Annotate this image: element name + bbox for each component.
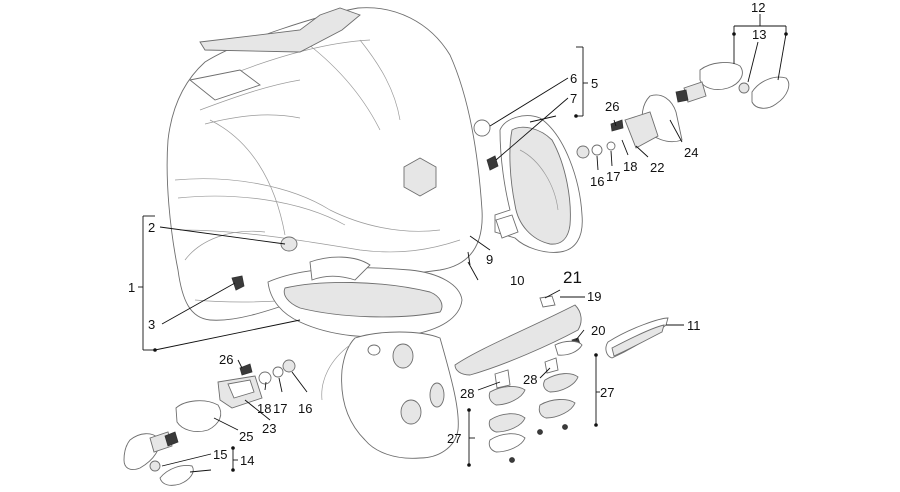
label-11: 11 <box>687 318 701 333</box>
label-19: 19 <box>587 289 601 304</box>
front-shield-body <box>166 7 483 338</box>
label-22: 22 <box>650 160 664 175</box>
label-17-right: 17 <box>606 169 620 184</box>
label-21: 21 <box>563 268 582 287</box>
label-14: 14 <box>240 453 254 468</box>
indicator-right <box>576 62 790 159</box>
label-9: 9 <box>486 252 493 267</box>
label-10: 10 <box>510 273 524 288</box>
label-18-left: 18 <box>257 401 271 416</box>
label-2: 2 <box>148 220 155 235</box>
clips-27-28 <box>488 340 583 463</box>
label-15: 15 <box>213 447 227 462</box>
label-28-left: 28 <box>460 386 474 401</box>
top-spoiler <box>199 7 361 53</box>
label-27-left: 27 <box>447 431 461 446</box>
callout-labels: 1 2 3 26 18 17 16 23 25 15 14 6 5 7 9 10… <box>128 0 766 468</box>
label-25: 25 <box>239 429 253 444</box>
label-3: 3 <box>148 317 155 332</box>
label-7: 7 <box>570 91 577 106</box>
label-17-left: 17 <box>273 401 287 416</box>
label-26-right: 26 <box>605 99 619 114</box>
logo-hexagon <box>403 157 437 197</box>
headlight-assembly-right <box>467 115 583 266</box>
label-26-left: 26 <box>219 352 233 367</box>
label-13: 13 <box>752 27 766 42</box>
label-5: 5 <box>591 76 598 91</box>
label-23: 23 <box>262 421 276 436</box>
label-24: 24 <box>684 145 698 160</box>
label-27-right: 27 <box>600 385 614 400</box>
mudguard-panel <box>321 331 459 459</box>
label-18-right: 18 <box>623 159 637 174</box>
lower-trim-19 <box>454 295 582 376</box>
bulb-part-2 <box>280 236 298 252</box>
label-12: 12 <box>751 0 765 15</box>
label-20: 20 <box>591 323 605 338</box>
label-28-right: 28 <box>523 372 537 387</box>
label-16-left: 16 <box>298 401 312 416</box>
label-6: 6 <box>570 71 577 86</box>
screw-part-3 <box>231 275 245 291</box>
leader-lines <box>138 14 788 473</box>
reflector-11 <box>605 317 669 359</box>
label-16-right: 16 <box>590 174 604 189</box>
indicator-left <box>123 359 296 486</box>
label-1: 1 <box>128 280 135 295</box>
